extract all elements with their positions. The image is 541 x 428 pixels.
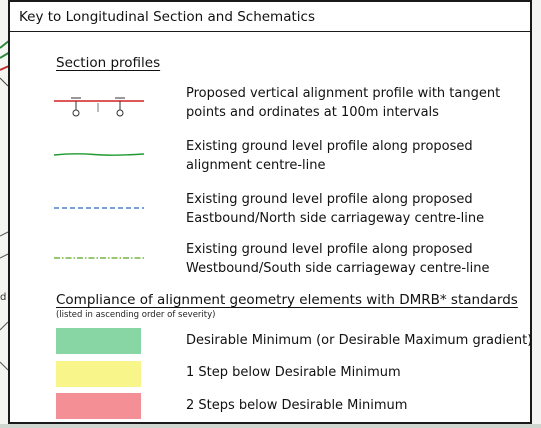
compliance-note: (listed in ascending order of severity) bbox=[56, 310, 216, 320]
profile-item-3-description: Existing ground level profile along prop… bbox=[186, 192, 485, 226]
legend-header: Key to Longitudinal Section and Schemati… bbox=[10, 2, 530, 32]
legend-panel: Key to Longitudinal Section and Schemati… bbox=[8, 0, 532, 424]
compliance-item-2-label: 1 Step below Desirable Minimum bbox=[186, 365, 401, 380]
profile-item-1-description: Proposed vertical alignment profile with… bbox=[186, 86, 501, 120]
green-dashdot-line-icon bbox=[54, 257, 144, 259]
compliance-item-3-label: 2 Steps below Desirable Minimum bbox=[186, 398, 408, 413]
compliance-item-1-label: Desirable Minimum (or Desirable Maximum … bbox=[186, 333, 533, 348]
green-line-icon bbox=[54, 153, 144, 156]
section-profiles-title: Section profiles bbox=[56, 55, 161, 71]
blue-dashed-line-icon bbox=[54, 207, 144, 209]
swatch-one-step-below bbox=[56, 361, 141, 387]
swatch-desirable-minimum bbox=[56, 328, 141, 354]
compliance-title: Compliance of alignment geometry element… bbox=[56, 292, 518, 308]
profile-item-4-description: Existing ground level profile along prop… bbox=[186, 242, 490, 276]
svg-text:d: d bbox=[0, 292, 6, 303]
red-profile-icon bbox=[54, 97, 144, 117]
swatch-two-steps-below bbox=[56, 393, 141, 419]
profile-item-2-description: Existing ground level profile along prop… bbox=[186, 139, 473, 173]
